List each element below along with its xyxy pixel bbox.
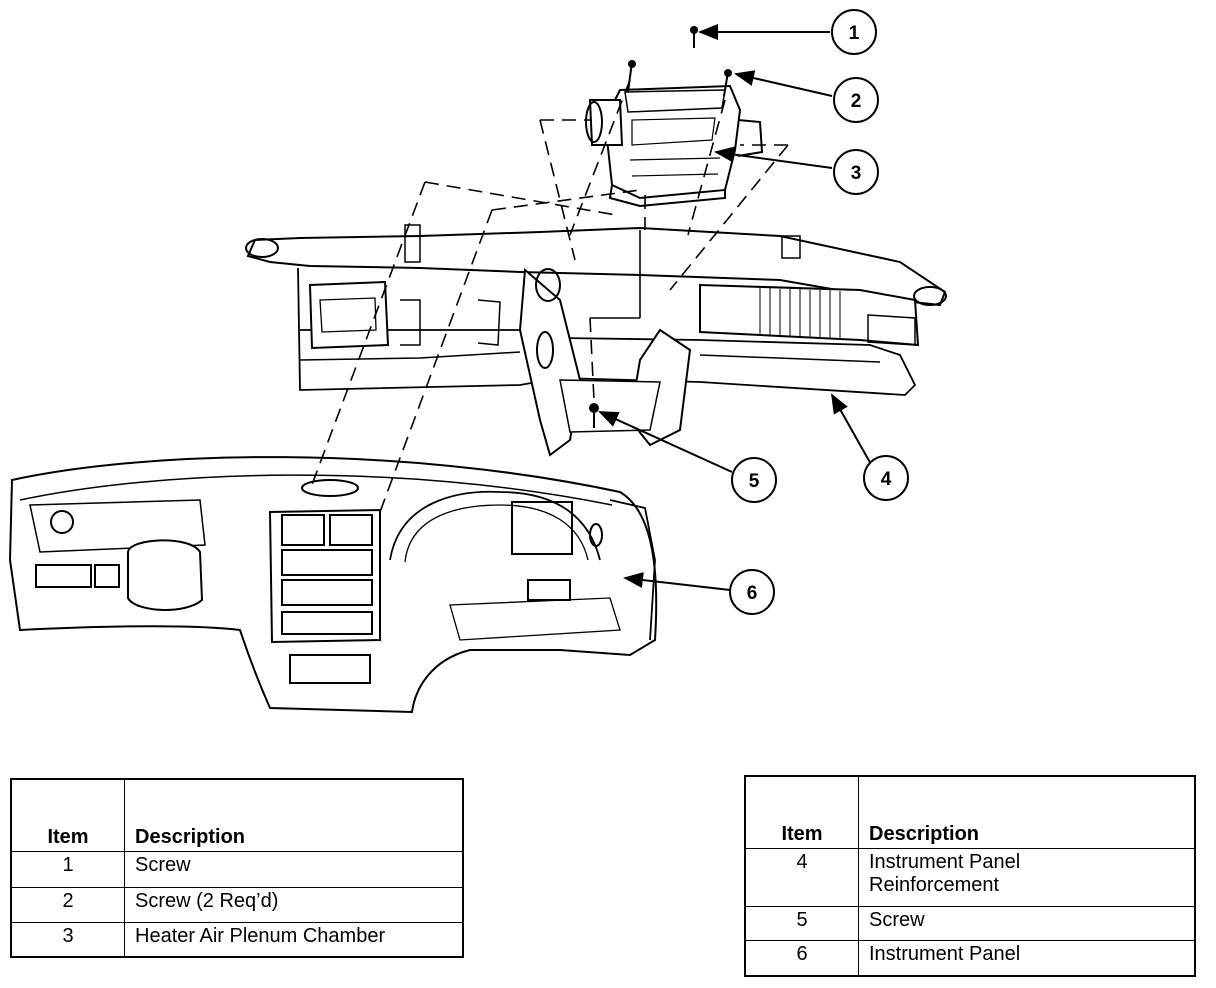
svg-text:5: 5 <box>749 471 760 492</box>
legend-table-right: Item Description 4 Instrument Panel Rein… <box>744 775 1196 977</box>
svg-text:4: 4 <box>881 469 892 490</box>
legend-header-description: Description <box>124 778 464 852</box>
alignment-lines-solid <box>590 230 641 319</box>
svg-text:1: 1 <box>849 23 860 44</box>
callout-2: 2 <box>833 77 879 123</box>
legend-item-description: Instrument Panel <box>858 939 1196 977</box>
callout-6: 6 <box>729 569 775 615</box>
table-row: 1 Screw <box>10 850 464 888</box>
legend-header-item: Item <box>10 778 125 852</box>
legend-header-item: Item <box>744 775 859 849</box>
legend-header-description: Description <box>858 775 1196 849</box>
callout-5: 5 <box>731 457 777 503</box>
svg-text:6: 6 <box>747 583 758 604</box>
callout-1: 1 <box>831 9 877 55</box>
instrument-panel <box>8 456 658 714</box>
legend-item-description: Screw <box>858 905 1196 941</box>
callout-3: 3 <box>833 149 879 195</box>
table-row: 5 Screw <box>744 905 1196 941</box>
exploded-view-diagram: 1 2 3 4 5 6 <box>8 9 947 714</box>
legend-item-description: Heater Air Plenum Chamber <box>124 921 464 958</box>
svg-text:2: 2 <box>851 91 862 112</box>
legend-item-number: 3 <box>10 921 125 958</box>
legend-item-number: 2 <box>10 886 125 923</box>
legend-item-number: 6 <box>744 939 859 977</box>
callout-4: 4 <box>863 455 909 501</box>
legend-item-number: 4 <box>744 847 859 907</box>
table-row: 6 Instrument Panel <box>744 939 1196 977</box>
legend-item-description: Instrument Panel Reinforcement <box>858 847 1196 907</box>
table-row: 2 Screw (2 Req’d) <box>10 886 464 923</box>
instrument-panel-reinforcement <box>245 224 947 457</box>
legend-item-description: Screw (2 Req’d) <box>124 886 464 923</box>
alignment-lines <box>309 79 789 513</box>
legend-item-number: 1 <box>10 850 125 888</box>
leader-arrows <box>598 24 873 591</box>
table-row: 4 Instrument Panel Reinforcement <box>744 847 1196 907</box>
legend-item-number: 5 <box>744 905 859 941</box>
table-row: 3 Heater Air Plenum Chamber <box>10 921 464 958</box>
heater-air-plenum-chamber <box>585 26 764 208</box>
legend-table-left: Item Description 1 Screw 2 Screw (2 Req’… <box>10 778 464 958</box>
legend-item-description: Screw <box>124 850 464 888</box>
svg-text:3: 3 <box>851 163 862 184</box>
